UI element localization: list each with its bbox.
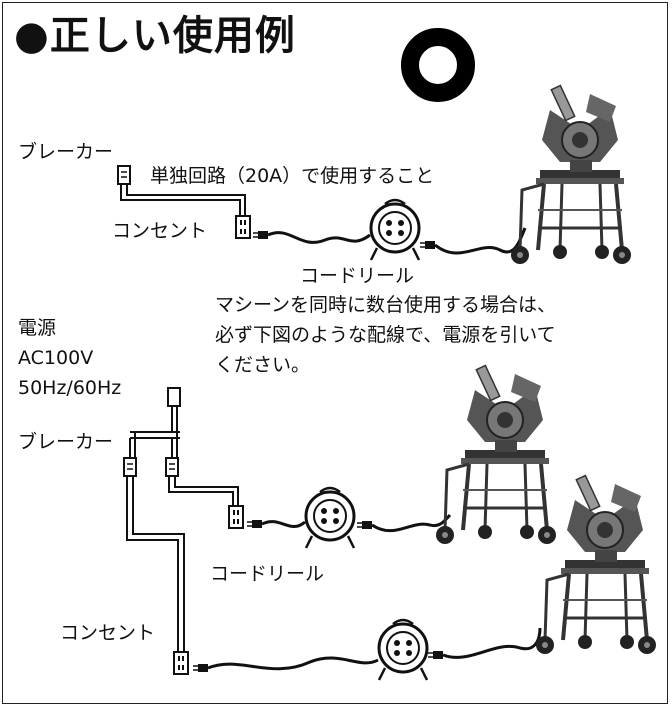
top-cable-to-machine	[434, 227, 527, 255]
page-title: ●正しい使用例	[14, 13, 296, 59]
notice-line-3: ください。	[215, 354, 311, 376]
bottom-outlet-left-icon	[173, 651, 189, 675]
circuit-note: 単独回路（20A）で使用すること	[150, 165, 435, 187]
top-outlet-icon	[235, 215, 251, 239]
bottom-pitching-machine-1-icon	[434, 363, 558, 546]
top-pitching-machine-icon	[509, 83, 633, 266]
bottom-pitching-machine-2-icon	[534, 473, 658, 656]
bottom-plug-right-icon	[246, 519, 263, 529]
power-label: 電源	[18, 317, 57, 339]
main-breaker-icon	[167, 387, 181, 407]
top-breaker-icon	[117, 165, 131, 185]
correct-circle-icon	[401, 28, 475, 102]
bottom-reel-plug-left-icon	[427, 650, 444, 660]
multiple-machines-notice: マシーンを同時に数台使用する場合は、 必ず下図のような配線で、電源を引いて くだ…	[215, 290, 556, 380]
top-cord-reel-icon	[369, 198, 421, 262]
top-outlet-label: コンセント	[112, 220, 208, 242]
power-frequency: 50Hz/60Hz	[18, 377, 122, 399]
bottom-breaker-left-icon	[123, 457, 137, 477]
power-voltage: AC100V	[18, 347, 94, 369]
bottom-outlet-label: コンセント	[60, 622, 156, 644]
top-breaker-label: ブレーカー	[18, 141, 114, 163]
bottom-reel-label: コードリール	[210, 563, 325, 585]
bottom-cord-reel-left-icon	[377, 618, 429, 682]
top-reel-label: コードリール	[300, 265, 415, 287]
bottom-outlet-right-icon	[228, 505, 244, 529]
bottom-breaker-right-icon	[165, 457, 179, 477]
top-cable-to-reel	[267, 231, 371, 244]
bottom-plug-left-icon	[192, 663, 209, 673]
bottom-breaker-label: ブレーカー	[18, 431, 114, 453]
top-plug-icon	[252, 230, 269, 240]
notice-line-1: マシーンを同時に数台使用する場合は、	[215, 294, 557, 316]
bottom-cord-reel-right-icon	[304, 486, 356, 550]
bottom-reel-plug-right-icon	[356, 520, 373, 530]
power-spec: 電源 AC100V 50Hz/60Hz	[18, 313, 121, 403]
notice-line-2: 必ず下図のような配線で、電源を引いて	[215, 324, 556, 346]
top-reel-plug-icon	[419, 240, 436, 250]
